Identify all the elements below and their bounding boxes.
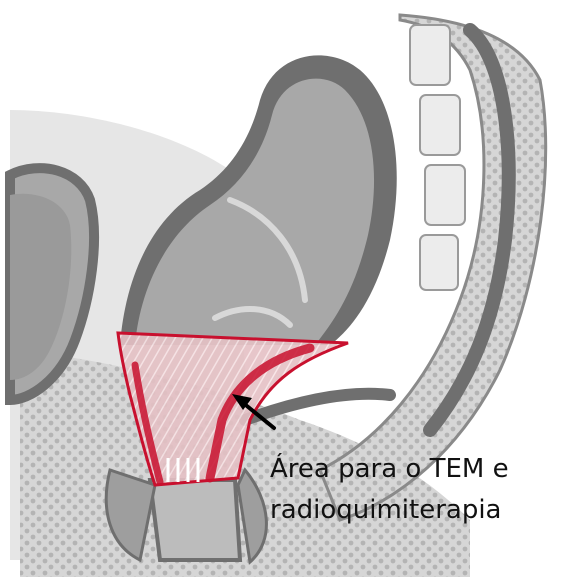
anal-canal [150,480,240,560]
levator-muscle [245,394,390,420]
annotation-line-2: radioquimiterapia [270,493,562,527]
vertebra-segments [410,25,465,290]
annotation-line-1: Área para o TEM e [270,452,562,486]
